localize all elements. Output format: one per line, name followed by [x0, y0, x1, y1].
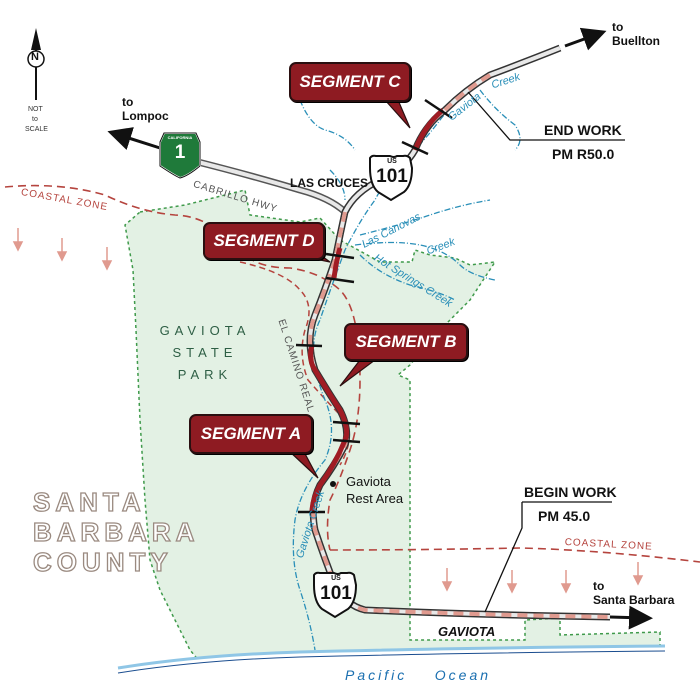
gaviota-state-park-area	[124, 189, 661, 669]
us-101-south-shield-number: 101	[320, 583, 352, 604]
us-101-north-shield-header: US	[387, 158, 397, 165]
park-label-line-2: STATE	[172, 345, 238, 360]
us-101-shield-south	[313, 571, 358, 619]
north-letter: N	[31, 51, 39, 63]
segment-d-line	[331, 247, 343, 279]
county-label-line-3: COUNTY	[32, 546, 173, 577]
segment-b-line	[308, 344, 350, 442]
county-label-line-1: SANTA	[32, 486, 146, 517]
to-lompoc-prefix: to	[122, 95, 134, 109]
segment-a-label: SEGMENT A	[189, 414, 313, 454]
ocean-wave-2	[117, 650, 666, 674]
us-101-shield-north	[369, 154, 414, 202]
us-101-north-shield-number: 101	[376, 166, 408, 187]
segment-d-dashed-boundary	[239, 261, 350, 466]
arrow-to-buellton	[564, 27, 607, 51]
gaviota-state-park-label: GAVIOTA STATE PARK	[150, 320, 260, 386]
rest-area-label-line-2: Rest Area	[346, 491, 404, 506]
to-santa-barbara-prefix: to	[593, 579, 605, 593]
to-buellton-name: Buellton	[612, 34, 660, 48]
ca-1-shield-header: CALIFORNIA	[167, 135, 193, 140]
park-label-line-1: GAVIOTA	[159, 323, 251, 338]
segment-a-line	[309, 439, 348, 513]
ocean-wave-1	[117, 644, 666, 670]
begin-work-pm: PM 45.0	[538, 508, 591, 524]
ocean-shoreline	[120, 646, 700, 700]
not-to-scale-line-2: to	[32, 116, 38, 123]
coastal-zone-arrows	[12, 228, 644, 594]
end-work-leader	[467, 91, 540, 141]
to-lompoc-name: Lompoc	[122, 109, 169, 123]
creeks	[292, 49, 556, 651]
arrow-to-santa-barbara	[609, 605, 653, 630]
segment-c-line	[412, 108, 445, 151]
end-work-pm: PM R50.0	[552, 146, 615, 162]
ca-1-shield	[159, 132, 201, 180]
to-santa-barbara-name: Santa Barbara	[593, 593, 675, 607]
begin-work-leader	[484, 502, 523, 613]
not-to-scale-line-1: NOT	[28, 106, 43, 113]
santa-barbara-county-label: SANTA BARBARA COUNTY	[32, 486, 200, 577]
county-label-line-2: BARBARA	[32, 516, 200, 547]
park-label-line-3: PARK	[177, 367, 233, 382]
rest-area-label-line-1: Gaviota	[346, 474, 391, 489]
begin-work-title: BEGIN WORK	[524, 484, 617, 500]
not-to-scale-line-3: SCALE	[25, 126, 48, 133]
pacific-ocean-label: Pacific Ocean	[345, 667, 492, 683]
gaviota-town-label: GAVIOTA	[438, 624, 496, 639]
to-buellton-prefix: to	[612, 20, 624, 34]
segment-ticks	[295, 98, 453, 514]
segment-c-label: SEGMENT C	[289, 62, 411, 102]
segment-b-label: SEGMENT B	[344, 323, 468, 361]
coastal-zone-line-north	[4, 184, 361, 551]
ca-1-shield-number: 1	[174, 142, 186, 163]
north-arrow	[27, 28, 45, 100]
end-work-title: END WORK	[544, 122, 622, 138]
segment-d-label: SEGMENT D	[203, 222, 325, 260]
las-cruces-label: LAS CRUCES	[290, 176, 369, 190]
us-101-south-shield-header: US	[331, 575, 341, 582]
rest-area-dot	[330, 481, 336, 487]
arrow-to-lompoc	[107, 127, 161, 150]
coastal-zone-line-south	[329, 547, 700, 563]
